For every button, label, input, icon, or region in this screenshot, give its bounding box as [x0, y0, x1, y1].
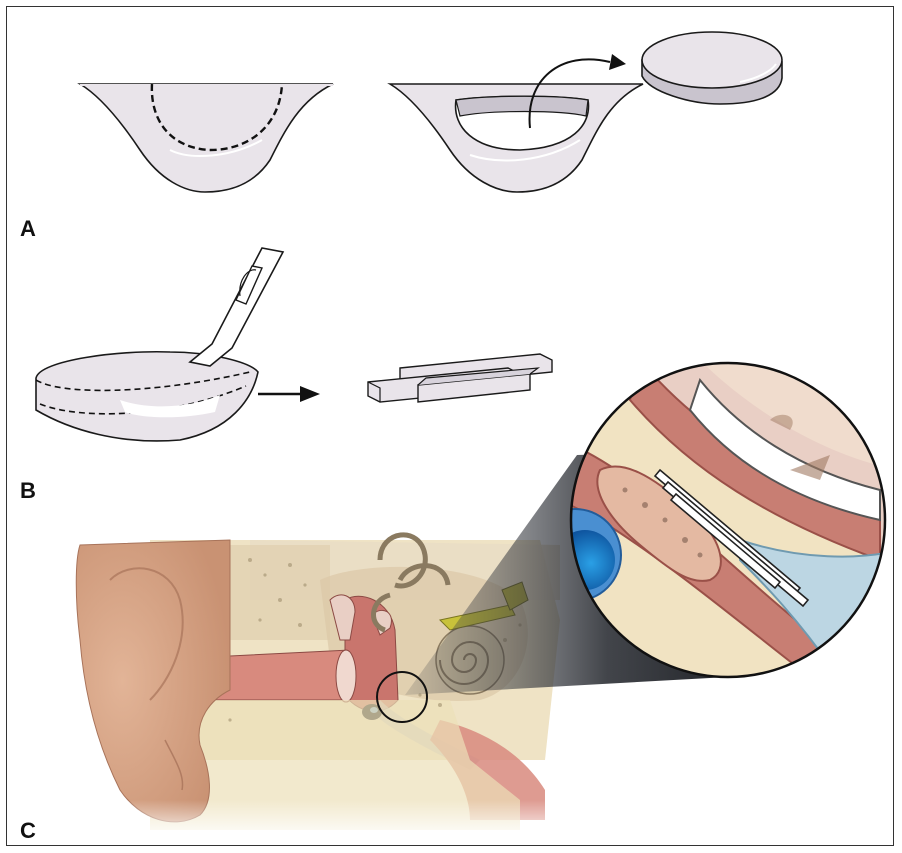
- panel-label-b: B: [20, 478, 36, 504]
- forceps-icon: [190, 248, 283, 366]
- auricle: [76, 540, 230, 822]
- panel-b-illustration: [36, 248, 552, 441]
- cartilage-disc: [642, 32, 782, 104]
- disc-slab: [36, 352, 258, 441]
- arrow-icon: [258, 386, 320, 402]
- panel-a-illustration: [80, 32, 782, 192]
- panel-label-c: C: [20, 818, 36, 844]
- cartilage-slices: [368, 354, 552, 402]
- panel-label-a: A: [20, 216, 36, 242]
- cartilage-left-topfill: [80, 84, 333, 86]
- cartilage-left: [80, 84, 333, 192]
